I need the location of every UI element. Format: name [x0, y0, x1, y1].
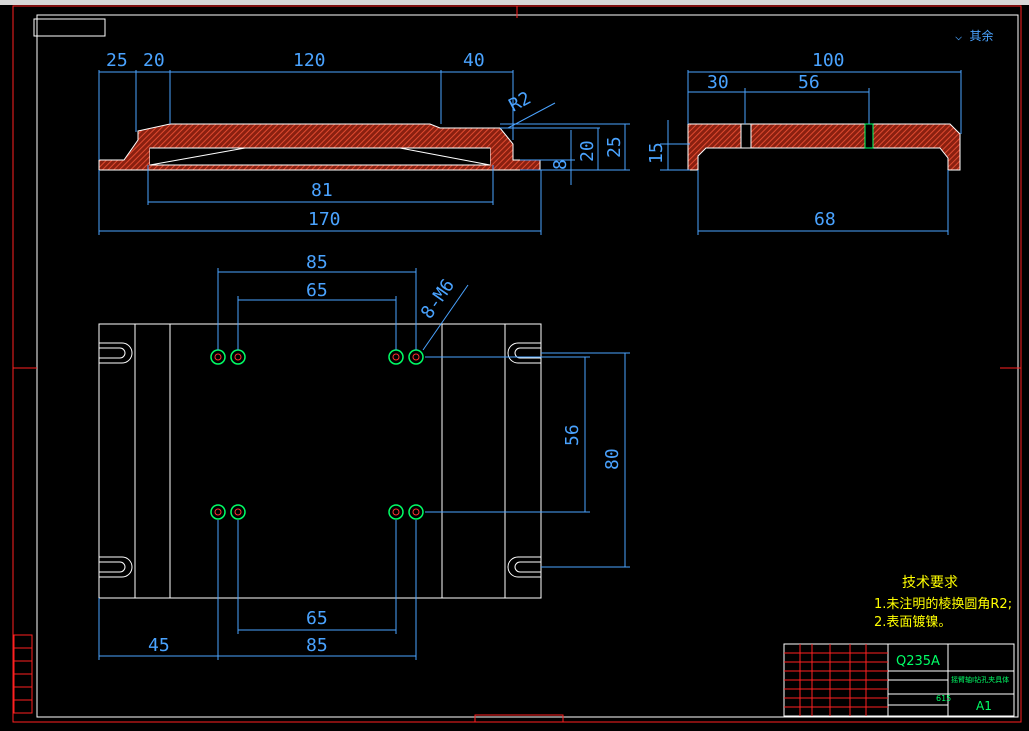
dim-radius: R2 [505, 88, 534, 117]
dim-top-25: 25 [106, 50, 128, 71]
dim-plan-56: 56 [562, 424, 583, 446]
front-section-view [98, 123, 541, 171]
dim-top-120: 120 [293, 50, 326, 71]
dim-side-56: 56 [798, 72, 820, 93]
drawing-number-box [33, 18, 106, 37]
inner-border [36, 14, 1019, 718]
dim-top-40: 40 [463, 50, 485, 71]
dim-bottom-81: 81 [311, 180, 333, 201]
notes-line-1: 1.未注明的棱换圆角R2; [874, 596, 1012, 612]
dim-side-100: 100 [812, 50, 845, 71]
dim-plan-85-bottom: 85 [306, 635, 328, 656]
title-code: 615 [936, 694, 951, 703]
roughness-symbol: ⌵ 其余 [955, 28, 993, 43]
dim-plan-45: 45 [148, 635, 170, 656]
dim-side-30: 30 [707, 72, 729, 93]
dim-plan-65-bottom: 65 [306, 608, 328, 629]
dim-v-8: 8 [550, 159, 571, 170]
notes-line-2: 2.表面镀镍。 [874, 614, 951, 630]
dim-bottom-170: 170 [308, 209, 341, 230]
side-section-view [687, 123, 961, 171]
dim-plan-65-top: 65 [306, 280, 328, 301]
title-part-name: 摇臂轴I钻孔夹具体 [951, 675, 1009, 684]
bottom-scale-strip [474, 714, 564, 723]
plan-view [98, 323, 542, 599]
dim-v-20: 20 [577, 140, 598, 162]
notes-title: 技术要求 [902, 575, 958, 591]
dim-side-68: 68 [814, 209, 836, 230]
top-toolbar-strip [0, 0, 1029, 5]
title-sheet-size: A1 [976, 699, 992, 713]
dim-plan-80: 80 [602, 448, 623, 470]
dim-top-20: 20 [143, 50, 165, 71]
tapped-holes [210, 349, 424, 520]
dim-plan-85-top: 85 [306, 252, 328, 273]
title-material: Q235A [896, 654, 940, 669]
dim-side-15: 15 [646, 142, 667, 164]
dim-holes: 8-M6 [417, 275, 459, 323]
dim-v-25: 25 [604, 136, 625, 158]
